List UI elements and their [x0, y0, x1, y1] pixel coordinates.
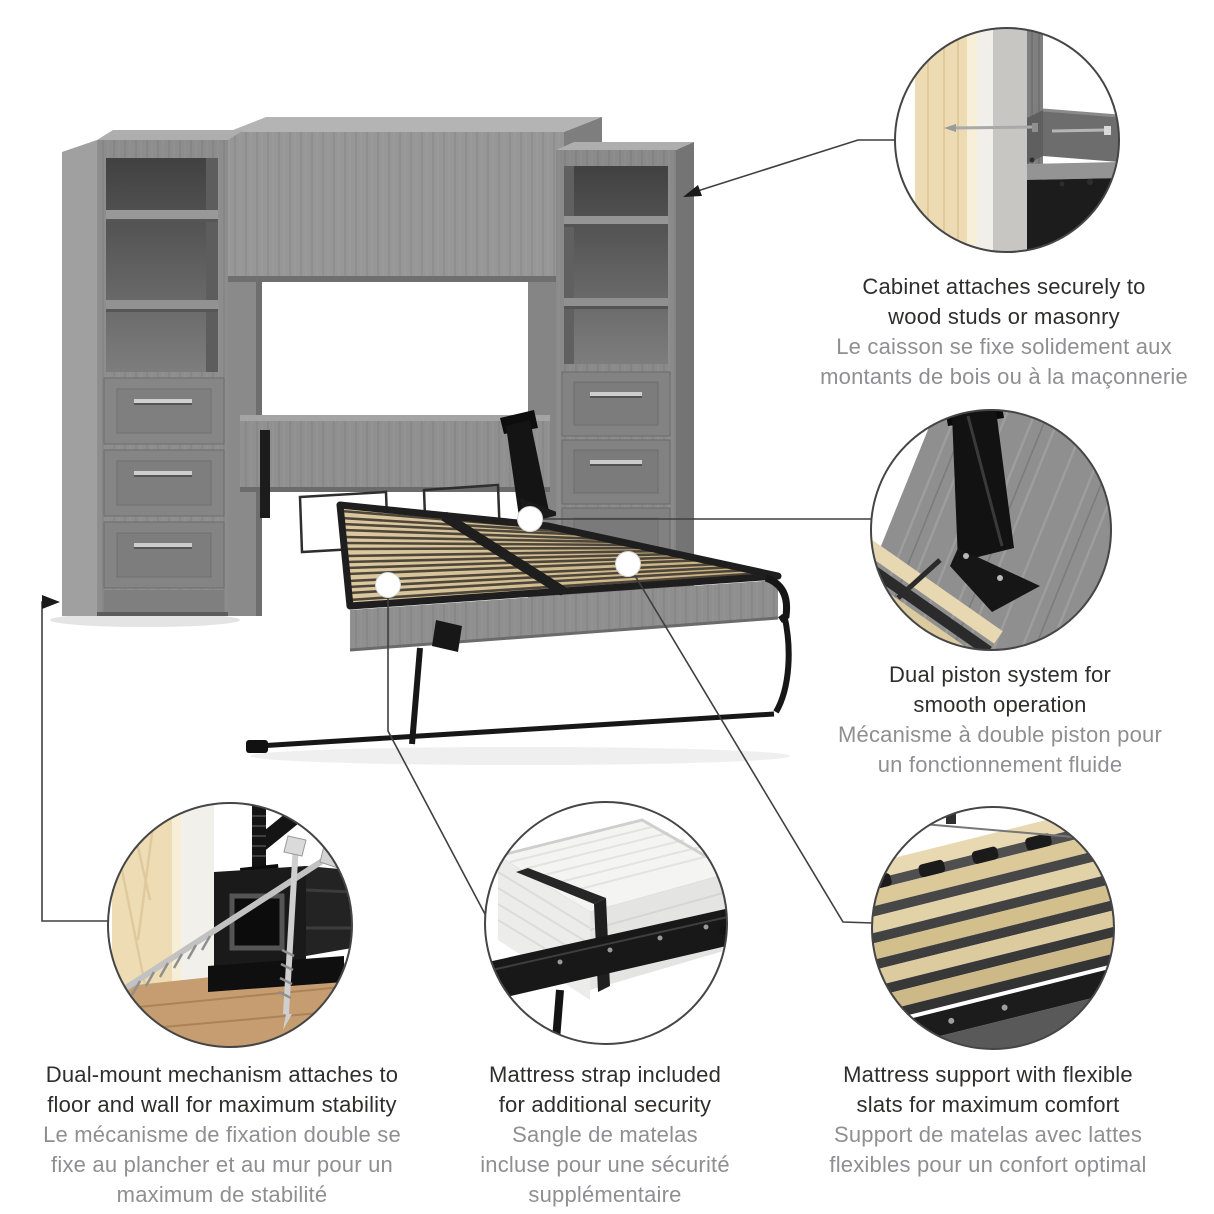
callout-line: supplémentaire — [528, 1182, 682, 1207]
bed-platform — [246, 501, 792, 753]
slats — [872, 807, 1114, 1049]
inset-flexible-slats — [871, 806, 1115, 1050]
connector-cabinet-attachment — [687, 139, 895, 195]
callout-line: Sangle de matelas — [512, 1122, 698, 1147]
bed-frame — [488, 908, 727, 1041]
callout-line: montants de bois ou à la maçonnerie — [820, 364, 1188, 389]
callout-text-mattress-strap: Mattress strap included for additional s… — [440, 1060, 770, 1210]
leg-bar — [257, 711, 775, 749]
callout-line: Dual-mount mechanism attaches to — [45, 1062, 399, 1087]
callout-line: Mattress strap included — [488, 1062, 722, 1087]
inset-dual-mount — [107, 802, 353, 1048]
callout-line: Mattress support with flexible — [843, 1062, 1133, 1087]
callout-line: smooth operation — [913, 692, 1087, 717]
murphy-bed-product — [50, 117, 792, 765]
callout-line: Cabinet attaches securely to — [862, 274, 1146, 299]
connector-dual-mount — [41, 601, 110, 922]
drawer — [103, 377, 225, 445]
connector-mattress-strap — [387, 585, 487, 917]
drawer — [561, 371, 671, 437]
lag-screw — [278, 835, 307, 1030]
arrow-icon — [683, 185, 702, 197]
piston-mechanism — [896, 410, 1040, 612]
callout-line: wood studs or masonry — [888, 304, 1120, 329]
inset-cabinet-attachment — [894, 27, 1120, 253]
screw — [1051, 128, 1107, 133]
callout-line: floor and wall for maximum stability — [47, 1092, 397, 1117]
shadow — [50, 613, 240, 627]
callout-dot-strap — [375, 572, 401, 598]
callout-dot-piston — [517, 506, 543, 532]
callout-text-flexible-slats: Mattress support with flexible slats for… — [793, 1060, 1183, 1180]
center-rail — [441, 511, 567, 597]
open-shelves — [106, 158, 218, 372]
wall — [993, 28, 1027, 252]
callout-line: for additional security — [498, 1092, 712, 1117]
callout-line: Le caisson se fixe solidement aux — [836, 334, 1172, 359]
bed-back-panel — [240, 415, 550, 492]
callout-line: Support de matelas avec lattes — [833, 1122, 1143, 1147]
callout-line: Mécanisme à double piston pour — [838, 722, 1162, 747]
callout-line: Dual piston system for — [888, 662, 1112, 687]
drawer — [103, 521, 225, 589]
callout-dot-slats — [615, 551, 641, 577]
callout-line: Le mécanisme de fixation double se — [43, 1122, 401, 1147]
left-storage-tower — [62, 130, 244, 616]
drawer — [561, 439, 671, 505]
callout-line: flexibles pour un confort optimal — [829, 1152, 1147, 1177]
screw — [951, 125, 1035, 130]
left-lift-arm — [260, 430, 270, 518]
connector-flexible-slats — [627, 563, 874, 924]
leg-bracket — [432, 620, 462, 652]
header-cabinet — [228, 117, 602, 282]
callout-line: maximum de stabilité — [116, 1182, 328, 1207]
shadow — [250, 747, 790, 765]
callout-text-cabinet-attachment: Cabinet attaches securely to wood studs … — [814, 272, 1194, 392]
callout-text-dual-mount: Dual-mount mechanism attaches to floor a… — [27, 1060, 417, 1210]
frame-rail — [872, 957, 1114, 1049]
open-shelves — [564, 166, 668, 364]
inset-mattress-strap — [484, 801, 728, 1045]
wood-stud — [915, 28, 967, 252]
drawer — [103, 449, 225, 517]
callout-line: slats for maximum comfort — [856, 1092, 1120, 1117]
callout-line: fixe au plancher et au mur pour un — [51, 1152, 393, 1177]
callout-line: un fonctionnement fluide — [877, 752, 1123, 777]
callout-text-dual-piston: Dual piston system for smooth operation … — [815, 660, 1185, 780]
callout-line: incluse pour une sécurité — [480, 1152, 730, 1177]
arrow-icon — [42, 595, 60, 609]
cabinet-top — [1043, 110, 1119, 162]
